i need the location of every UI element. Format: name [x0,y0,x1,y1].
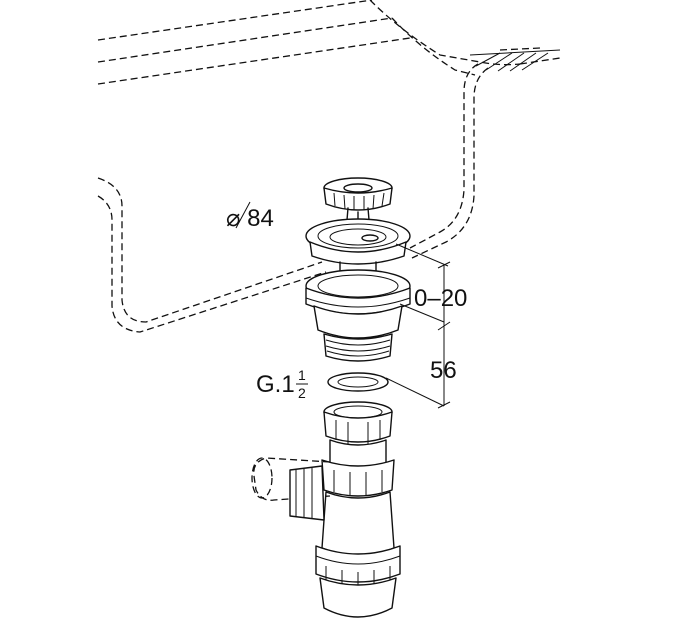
thread-fraction-numerator: 1 [298,367,306,383]
sealing-washer [327,372,389,392]
thread-label: G.1 [256,371,295,398]
union-nut [323,401,393,444]
counter-hatch [469,49,561,72]
bottle-trap [315,439,401,618]
height-label: 56 [430,357,457,384]
side-outlet [251,457,331,521]
thread-fraction-denominator: 2 [298,385,306,401]
drain-body [305,269,411,362]
drain-flange [305,218,411,285]
sink-outline [97,0,561,333]
diameter-label: ⌀ 84 [226,205,274,232]
adjust-range-label: 0–20 [414,285,467,312]
dimension-lines [235,201,451,409]
